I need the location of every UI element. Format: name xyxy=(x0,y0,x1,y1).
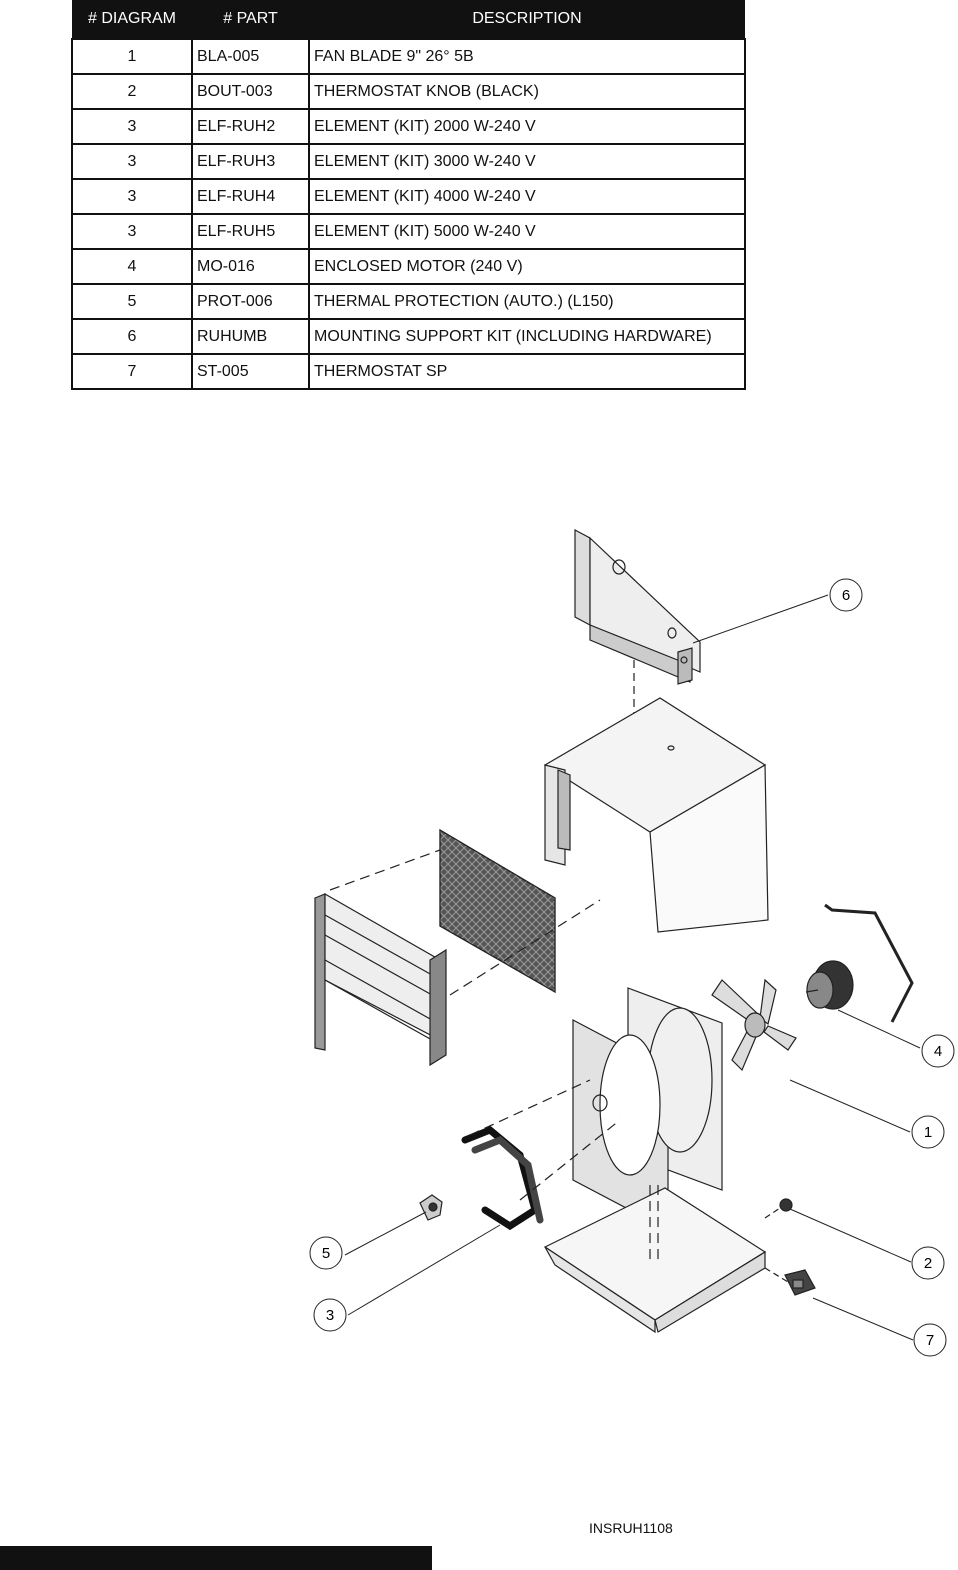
description-cell: MOUNTING SUPPORT KIT (INCLUDING HARDWARE… xyxy=(308,318,746,355)
diagram-cell: 3 xyxy=(71,178,193,215)
thermostat-part xyxy=(784,1269,816,1296)
part-number-cell: BLA-005 xyxy=(191,38,310,75)
callout-2: 2 xyxy=(911,1246,945,1280)
diagram-cell: 2 xyxy=(71,73,193,110)
part-number-cell: ELF-RUH3 xyxy=(191,143,310,180)
louvers-part xyxy=(314,892,447,1067)
diagram-cell: 4 xyxy=(71,248,193,285)
description-cell: ELEMENT (KIT) 4000 W-240 V xyxy=(308,178,746,215)
callout-7: 7 xyxy=(913,1323,947,1357)
diagram-cell: 6 xyxy=(71,318,193,355)
diagram-cell: 3 xyxy=(71,108,193,145)
callout-2-label: 2 xyxy=(924,1255,932,1272)
callout-1: 1 xyxy=(911,1115,945,1149)
exploded-diagram: 6 4 1 2 7 5 3 xyxy=(309,529,955,1357)
description-cell: ELEMENT (KIT) 3000 W-240 V xyxy=(308,143,746,180)
diagram-cell: 1 xyxy=(71,38,193,75)
callout-5: 5 xyxy=(309,1236,343,1270)
base-pan-part xyxy=(543,1185,767,1334)
part-number-cell: ELF-RUH5 xyxy=(191,213,310,250)
heating-elements-part xyxy=(461,1125,544,1231)
description-cell: THERMAL PROTECTION (AUTO.) (L150) xyxy=(308,283,746,320)
diagram-cell: 5 xyxy=(71,283,193,320)
description-cell: ELEMENT (KIT) 2000 W-240 V xyxy=(308,108,746,145)
diagram-cell: 7 xyxy=(71,353,193,390)
callout-6-label: 6 xyxy=(842,587,850,604)
header-description: DESCRIPTION xyxy=(309,0,745,39)
fan-blade-part xyxy=(711,978,797,1072)
callout-7-label: 7 xyxy=(926,1332,934,1349)
housing-part xyxy=(543,697,769,933)
table-header-row: # DIAGRAM # PART DESCRIPTION xyxy=(72,0,745,39)
part-number-cell: PROT-006 xyxy=(191,283,310,320)
thermal-protection-part xyxy=(419,1194,443,1221)
part-number-cell: ST-005 xyxy=(191,353,310,390)
description-cell: ENCLOSED MOTOR (240 V) xyxy=(308,248,746,285)
thermostat-knob-part xyxy=(779,1198,793,1212)
footer-bar xyxy=(0,1546,432,1570)
part-number-cell: ELF-RUH4 xyxy=(191,178,310,215)
fan-housing-part xyxy=(572,987,723,1231)
description-cell: THERMOSTAT KNOB (BLACK) xyxy=(308,73,746,110)
description-cell: THERMOSTAT SP xyxy=(308,353,746,390)
part-number-cell: ELF-RUH2 xyxy=(191,108,310,145)
motor-part xyxy=(805,960,854,1010)
description-cell: ELEMENT (KIT) 5000 W-240 V xyxy=(308,213,746,250)
callout-6: 6 xyxy=(829,578,863,612)
callout-1-label: 1 xyxy=(924,1124,932,1141)
header-part: # PART xyxy=(192,0,309,39)
motor-bracket-part xyxy=(824,903,914,1023)
callout-4: 4 xyxy=(921,1034,955,1068)
part-number-cell: MO-016 xyxy=(191,248,310,285)
description-cell: FAN BLADE 9" 26° 5B xyxy=(308,38,746,75)
part-number-cell: RUHUMB xyxy=(191,318,310,355)
callout-3-label: 3 xyxy=(326,1307,334,1324)
diagram-cell: 3 xyxy=(71,213,193,250)
callout-3: 3 xyxy=(313,1298,347,1332)
mounting-bracket-part xyxy=(574,529,701,685)
callout-5-label: 5 xyxy=(322,1245,330,1262)
grille-part xyxy=(439,828,556,994)
part-number-cell: BOUT-003 xyxy=(191,73,310,110)
document-code: INSRUH1108 xyxy=(589,1520,673,1536)
diagram-cell: 3 xyxy=(71,143,193,180)
header-diagram: # DIAGRAM xyxy=(72,0,192,39)
callout-4-label: 4 xyxy=(934,1043,942,1060)
